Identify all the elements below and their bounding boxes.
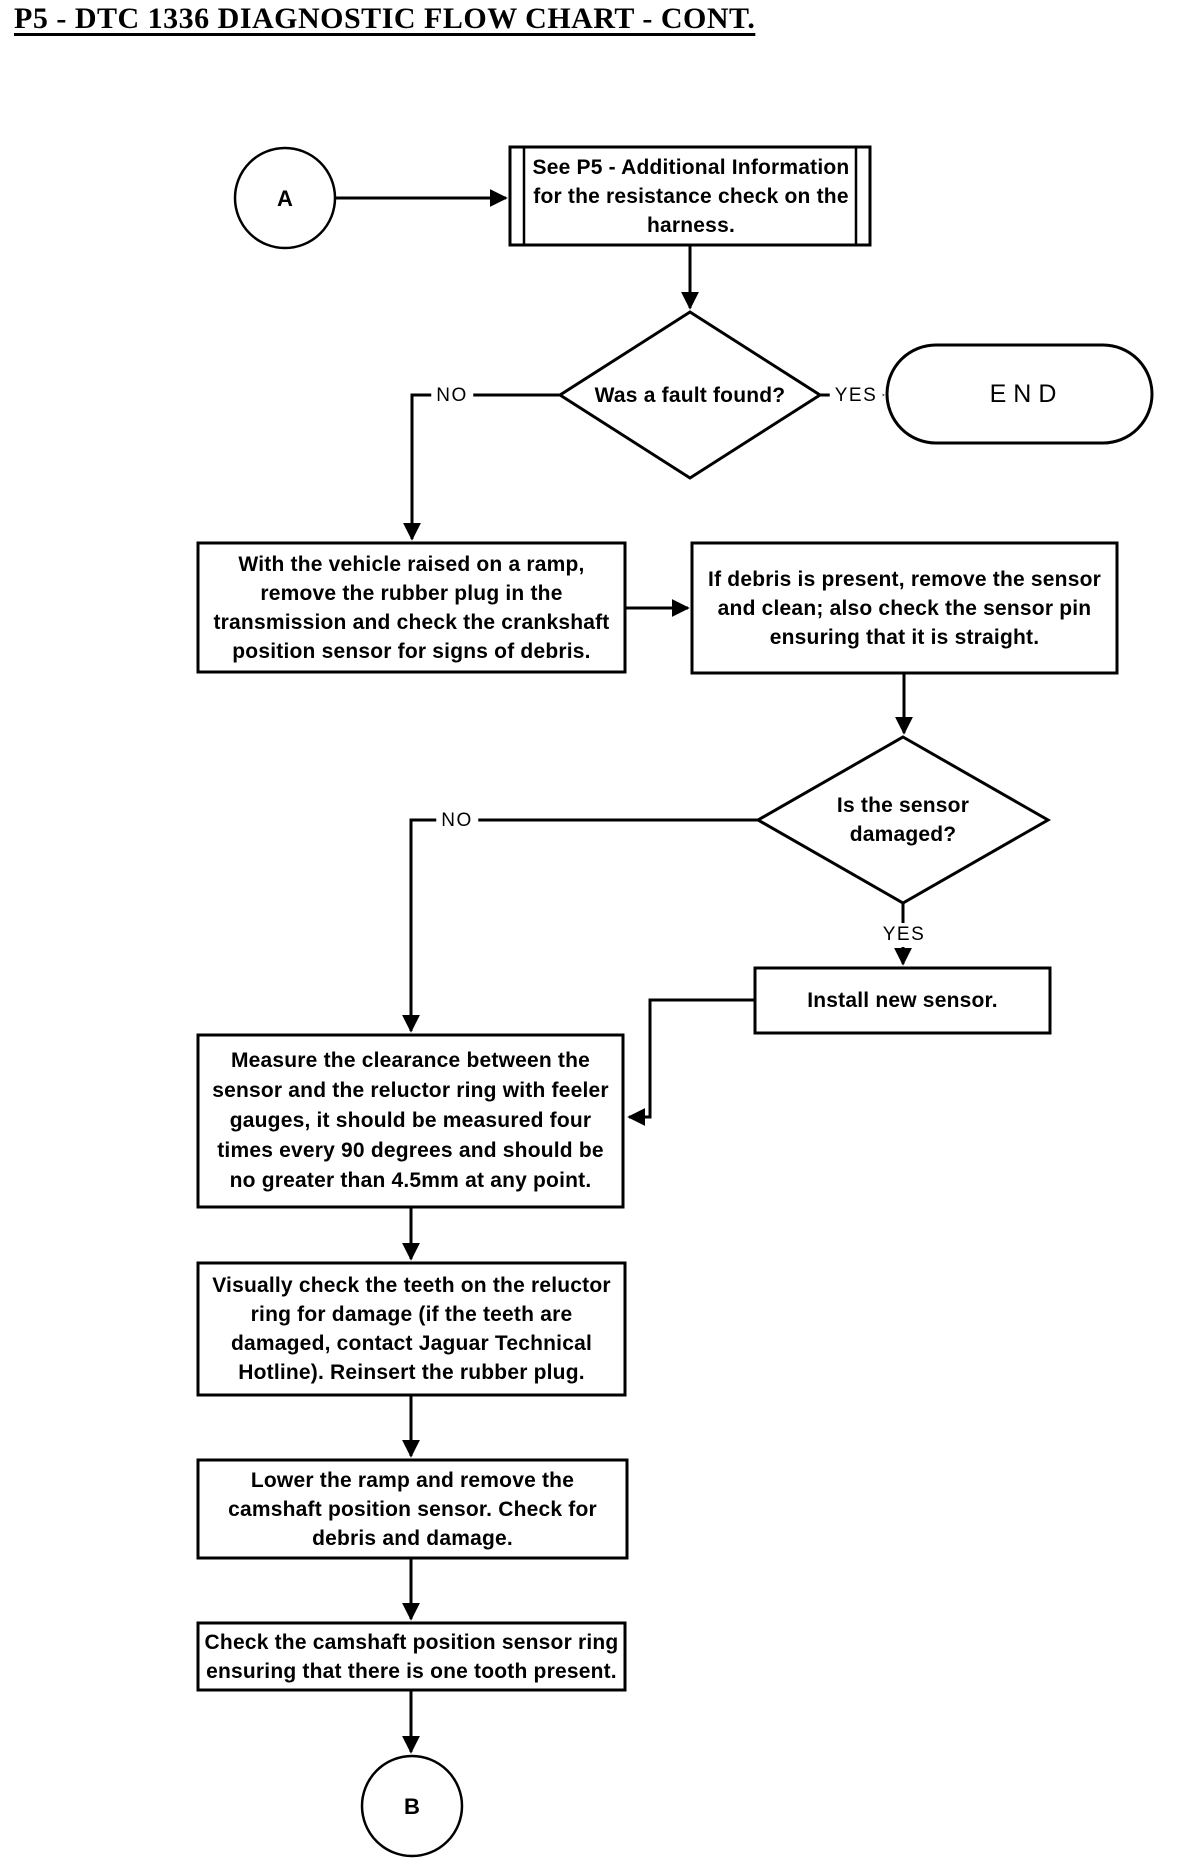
measure-clearance-text: Measure the clearance between the sensor… bbox=[212, 1049, 609, 1192]
ramp-process-box bbox=[196, 541, 627, 674]
sensor-damaged-text: Is the sensor damaged? bbox=[836, 794, 970, 846]
debris-process-box bbox=[690, 541, 1119, 675]
end-label: END bbox=[989, 379, 1064, 408]
fault-no-label: NO bbox=[431, 384, 473, 408]
connector-b-label: B bbox=[403, 1793, 421, 1819]
page-title: P5 - DTC 1336 DIAGNOSTIC FLOW CHART - CO… bbox=[14, 2, 756, 35]
lower-ramp-text: Lower the ramp and remove the camshaft p… bbox=[228, 1468, 597, 1550]
damaged-no-label: NO bbox=[436, 809, 478, 833]
debris-text: If debris is present, remove the sensor … bbox=[708, 567, 1101, 649]
install-sensor-text: Install new sensor. bbox=[807, 989, 998, 1012]
lower-ramp-box bbox=[196, 1458, 629, 1560]
edge-damaged-no bbox=[402, 818, 758, 1033]
end-terminator-shape bbox=[885, 343, 1154, 445]
install-sensor-box bbox=[753, 966, 1052, 1035]
edge-fault-no bbox=[403, 393, 560, 541]
connector-b-circle bbox=[360, 1754, 464, 1858]
see-p5-text: See P5 - Additional Information for the … bbox=[532, 155, 850, 237]
visual-check-text: Visually check the teeth on the reluctor… bbox=[212, 1274, 611, 1384]
edge-install-to-measure bbox=[627, 998, 755, 1126]
check-ring-text: Check the camshaft position sensor ring … bbox=[204, 1630, 619, 1683]
ramp-text: With the vehicle raised on a ramp, remov… bbox=[213, 552, 610, 663]
check-ring-box bbox=[196, 1621, 627, 1692]
fault-yes-label: YES bbox=[829, 384, 883, 408]
connector-a-label: A bbox=[276, 185, 294, 211]
fault-found-text: Was a fault found? bbox=[594, 383, 786, 407]
fault-found-diamond bbox=[557, 310, 823, 480]
damaged-yes-label: YES bbox=[877, 923, 931, 947]
visual-check-box bbox=[196, 1261, 627, 1397]
